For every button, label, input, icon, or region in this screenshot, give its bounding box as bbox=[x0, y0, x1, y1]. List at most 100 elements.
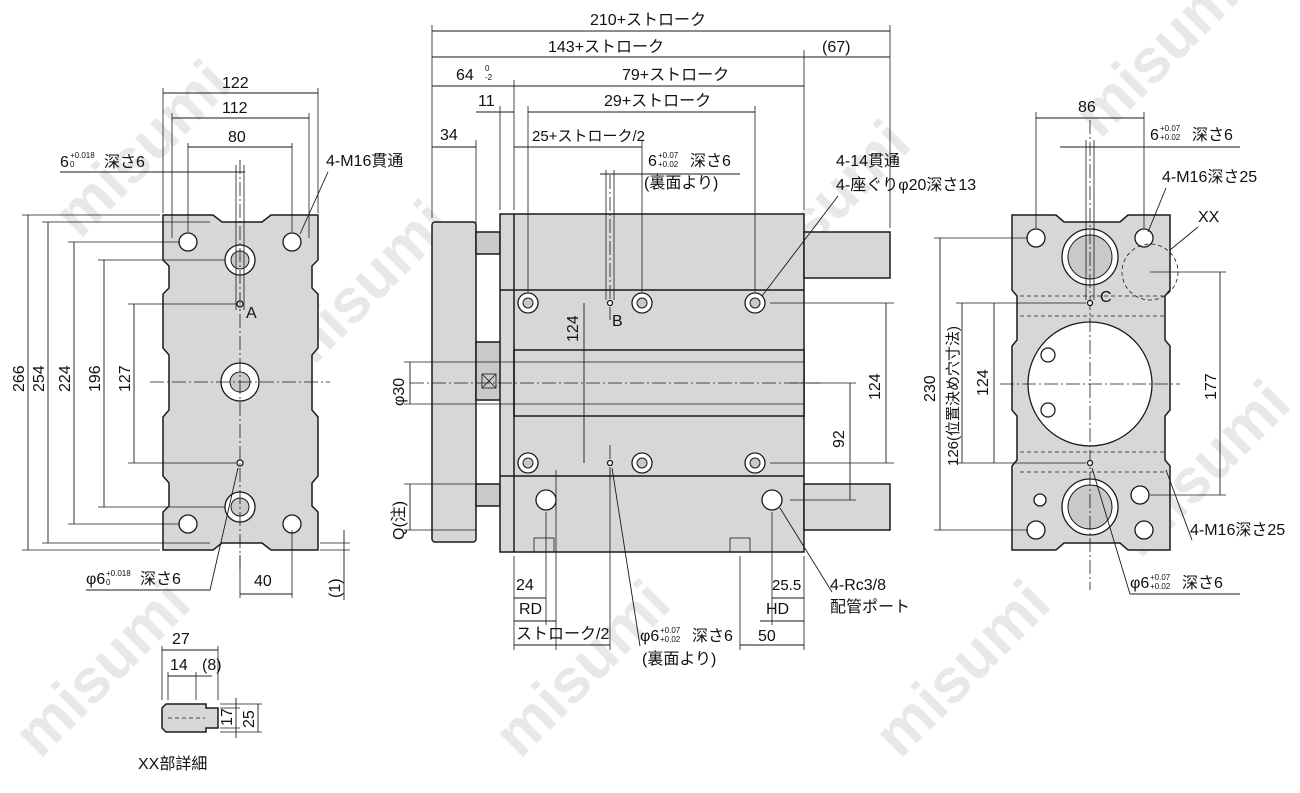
dim-phi6: φ6 bbox=[86, 571, 105, 588]
dim-112: 112 bbox=[222, 100, 248, 117]
side-view-dimensions: 210+ストローク 143+ストローク (67) 64 0 -2 79+ストロー… bbox=[390, 11, 976, 668]
dim-79-stroke: 79+ストローク bbox=[622, 66, 729, 84]
note-rc: 4-Rc3/8 bbox=[830, 577, 886, 594]
svg-text:+0.018: +0.018 bbox=[70, 151, 95, 160]
dim-230: 230 bbox=[922, 375, 939, 402]
right-end-view bbox=[1000, 120, 1180, 590]
pin-hole-c bbox=[1086, 299, 1094, 307]
svg-text:深さ6: 深さ6 bbox=[104, 153, 145, 171]
label-a: A bbox=[246, 305, 257, 322]
dim-254: 254 bbox=[31, 365, 48, 392]
guide-rod-lower bbox=[803, 483, 891, 531]
mount-hole bbox=[1026, 520, 1046, 540]
svg-text:+0.02: +0.02 bbox=[660, 635, 681, 644]
label-c: C bbox=[1100, 289, 1112, 306]
dim-92: 92 bbox=[831, 430, 848, 448]
dim-127: 127 bbox=[117, 365, 134, 392]
dim-25-5: 25.5 bbox=[772, 577, 801, 594]
dim-1: (1) bbox=[327, 578, 344, 598]
svg-text:+0.07: +0.07 bbox=[660, 626, 681, 635]
dim-86: 86 bbox=[1078, 99, 1096, 116]
note-thru-14: 4-14貫通 bbox=[836, 152, 900, 170]
dim-27: 27 bbox=[172, 631, 190, 648]
dim-177: 177 bbox=[1203, 373, 1220, 400]
dim-phi30: φ30 bbox=[391, 378, 408, 406]
dim-67: (67) bbox=[822, 39, 850, 56]
notch bbox=[1040, 347, 1056, 363]
note-zaguri: 4-座ぐりφ20深さ13 bbox=[836, 176, 976, 194]
dim-124-r: 124 bbox=[975, 369, 992, 396]
label-xx: XX bbox=[1198, 209, 1220, 226]
svg-text:0: 0 bbox=[70, 160, 75, 169]
dim-40: 40 bbox=[254, 573, 272, 590]
pin-hole bbox=[1033, 493, 1047, 507]
mount-hole bbox=[178, 514, 198, 534]
note-m16-25: 4-M16深さ25 bbox=[1162, 168, 1257, 186]
watermark-text: misumi bbox=[861, 568, 1063, 770]
svg-text:-2: -2 bbox=[485, 73, 493, 82]
note-ura-2: (裏面より) bbox=[642, 649, 716, 668]
dim-24: 24 bbox=[516, 577, 534, 594]
svg-text:深さ6: 深さ6 bbox=[140, 570, 181, 588]
xx-detail: 27 14 (8) 17 25 XX部詳細 bbox=[138, 631, 262, 773]
port-hole bbox=[1130, 485, 1150, 505]
svg-text:+0.02: +0.02 bbox=[1160, 133, 1181, 142]
svg-text:深さ6: 深さ6 bbox=[1182, 574, 1223, 592]
dim-25-stroke-half: 25+ストローク/2 bbox=[532, 128, 645, 145]
dim-m16-thru: 4-M16貫通 bbox=[326, 152, 403, 170]
note-ura: (裏面より) bbox=[644, 173, 718, 192]
guide-rod-upper bbox=[803, 231, 891, 279]
port bbox=[535, 489, 557, 511]
sensor-slot bbox=[533, 537, 555, 553]
dim-64: 64 bbox=[456, 67, 474, 84]
svg-text:深さ6: 深さ6 bbox=[690, 152, 731, 170]
dim-124-mid: 124 bbox=[565, 315, 582, 342]
dim-80: 80 bbox=[228, 129, 246, 146]
svg-text:0: 0 bbox=[485, 64, 490, 73]
mount-hole bbox=[178, 232, 198, 252]
mount-hole bbox=[1134, 228, 1154, 248]
svg-text:+0.02: +0.02 bbox=[658, 160, 679, 169]
svg-text:+0.02: +0.02 bbox=[1150, 582, 1171, 591]
plate bbox=[431, 221, 477, 543]
svg-text:深さ6: 深さ6 bbox=[1192, 126, 1233, 144]
mount-hole bbox=[282, 232, 302, 252]
label-b: B bbox=[612, 313, 623, 330]
dim-8: (8) bbox=[202, 657, 222, 674]
dim-210-stroke: 210+ストローク bbox=[590, 11, 706, 29]
left-end-view bbox=[150, 160, 330, 570]
dim-11: 11 bbox=[478, 93, 495, 110]
watermark-text: misumi bbox=[481, 568, 683, 770]
dim-rphi6: φ6 bbox=[1130, 575, 1149, 592]
dim-50: 50 bbox=[758, 628, 776, 645]
dim-196: 196 bbox=[87, 365, 104, 392]
dim-14: 14 bbox=[170, 657, 188, 674]
mount-hole bbox=[1026, 228, 1046, 248]
dim-hole6: 6 bbox=[648, 153, 657, 170]
dim-17: 17 bbox=[219, 708, 236, 726]
dim-rd: RD bbox=[519, 601, 542, 618]
dim-hd: HD bbox=[766, 601, 789, 618]
pin-hole bbox=[606, 459, 614, 467]
svg-text:+0.07: +0.07 bbox=[1160, 124, 1181, 133]
dim-phi6-mid: φ6 bbox=[640, 628, 659, 645]
svg-text:0: 0 bbox=[106, 578, 111, 587]
side-view bbox=[410, 175, 891, 553]
note-port: 配管ポート bbox=[830, 598, 910, 616]
dim-29-stroke: 29+ストローク bbox=[604, 92, 711, 110]
sensor-slot bbox=[729, 537, 751, 553]
notch bbox=[1040, 402, 1056, 418]
guide-collar bbox=[475, 483, 501, 507]
dim-126: 126(位置決め穴寸法) bbox=[945, 326, 962, 466]
svg-text:+0.07: +0.07 bbox=[1150, 573, 1171, 582]
dim-224: 224 bbox=[57, 365, 74, 392]
pin-hole-b bbox=[606, 299, 614, 307]
pin-hole bbox=[1086, 459, 1094, 467]
note-m16-25b: 4-M16深さ25 bbox=[1190, 521, 1285, 539]
dim-6-label: 6 bbox=[60, 154, 69, 171]
guide-collar bbox=[475, 231, 501, 255]
dim-r6: 6 bbox=[1150, 127, 1159, 144]
port bbox=[761, 489, 783, 511]
dim-122: 122 bbox=[222, 75, 249, 92]
